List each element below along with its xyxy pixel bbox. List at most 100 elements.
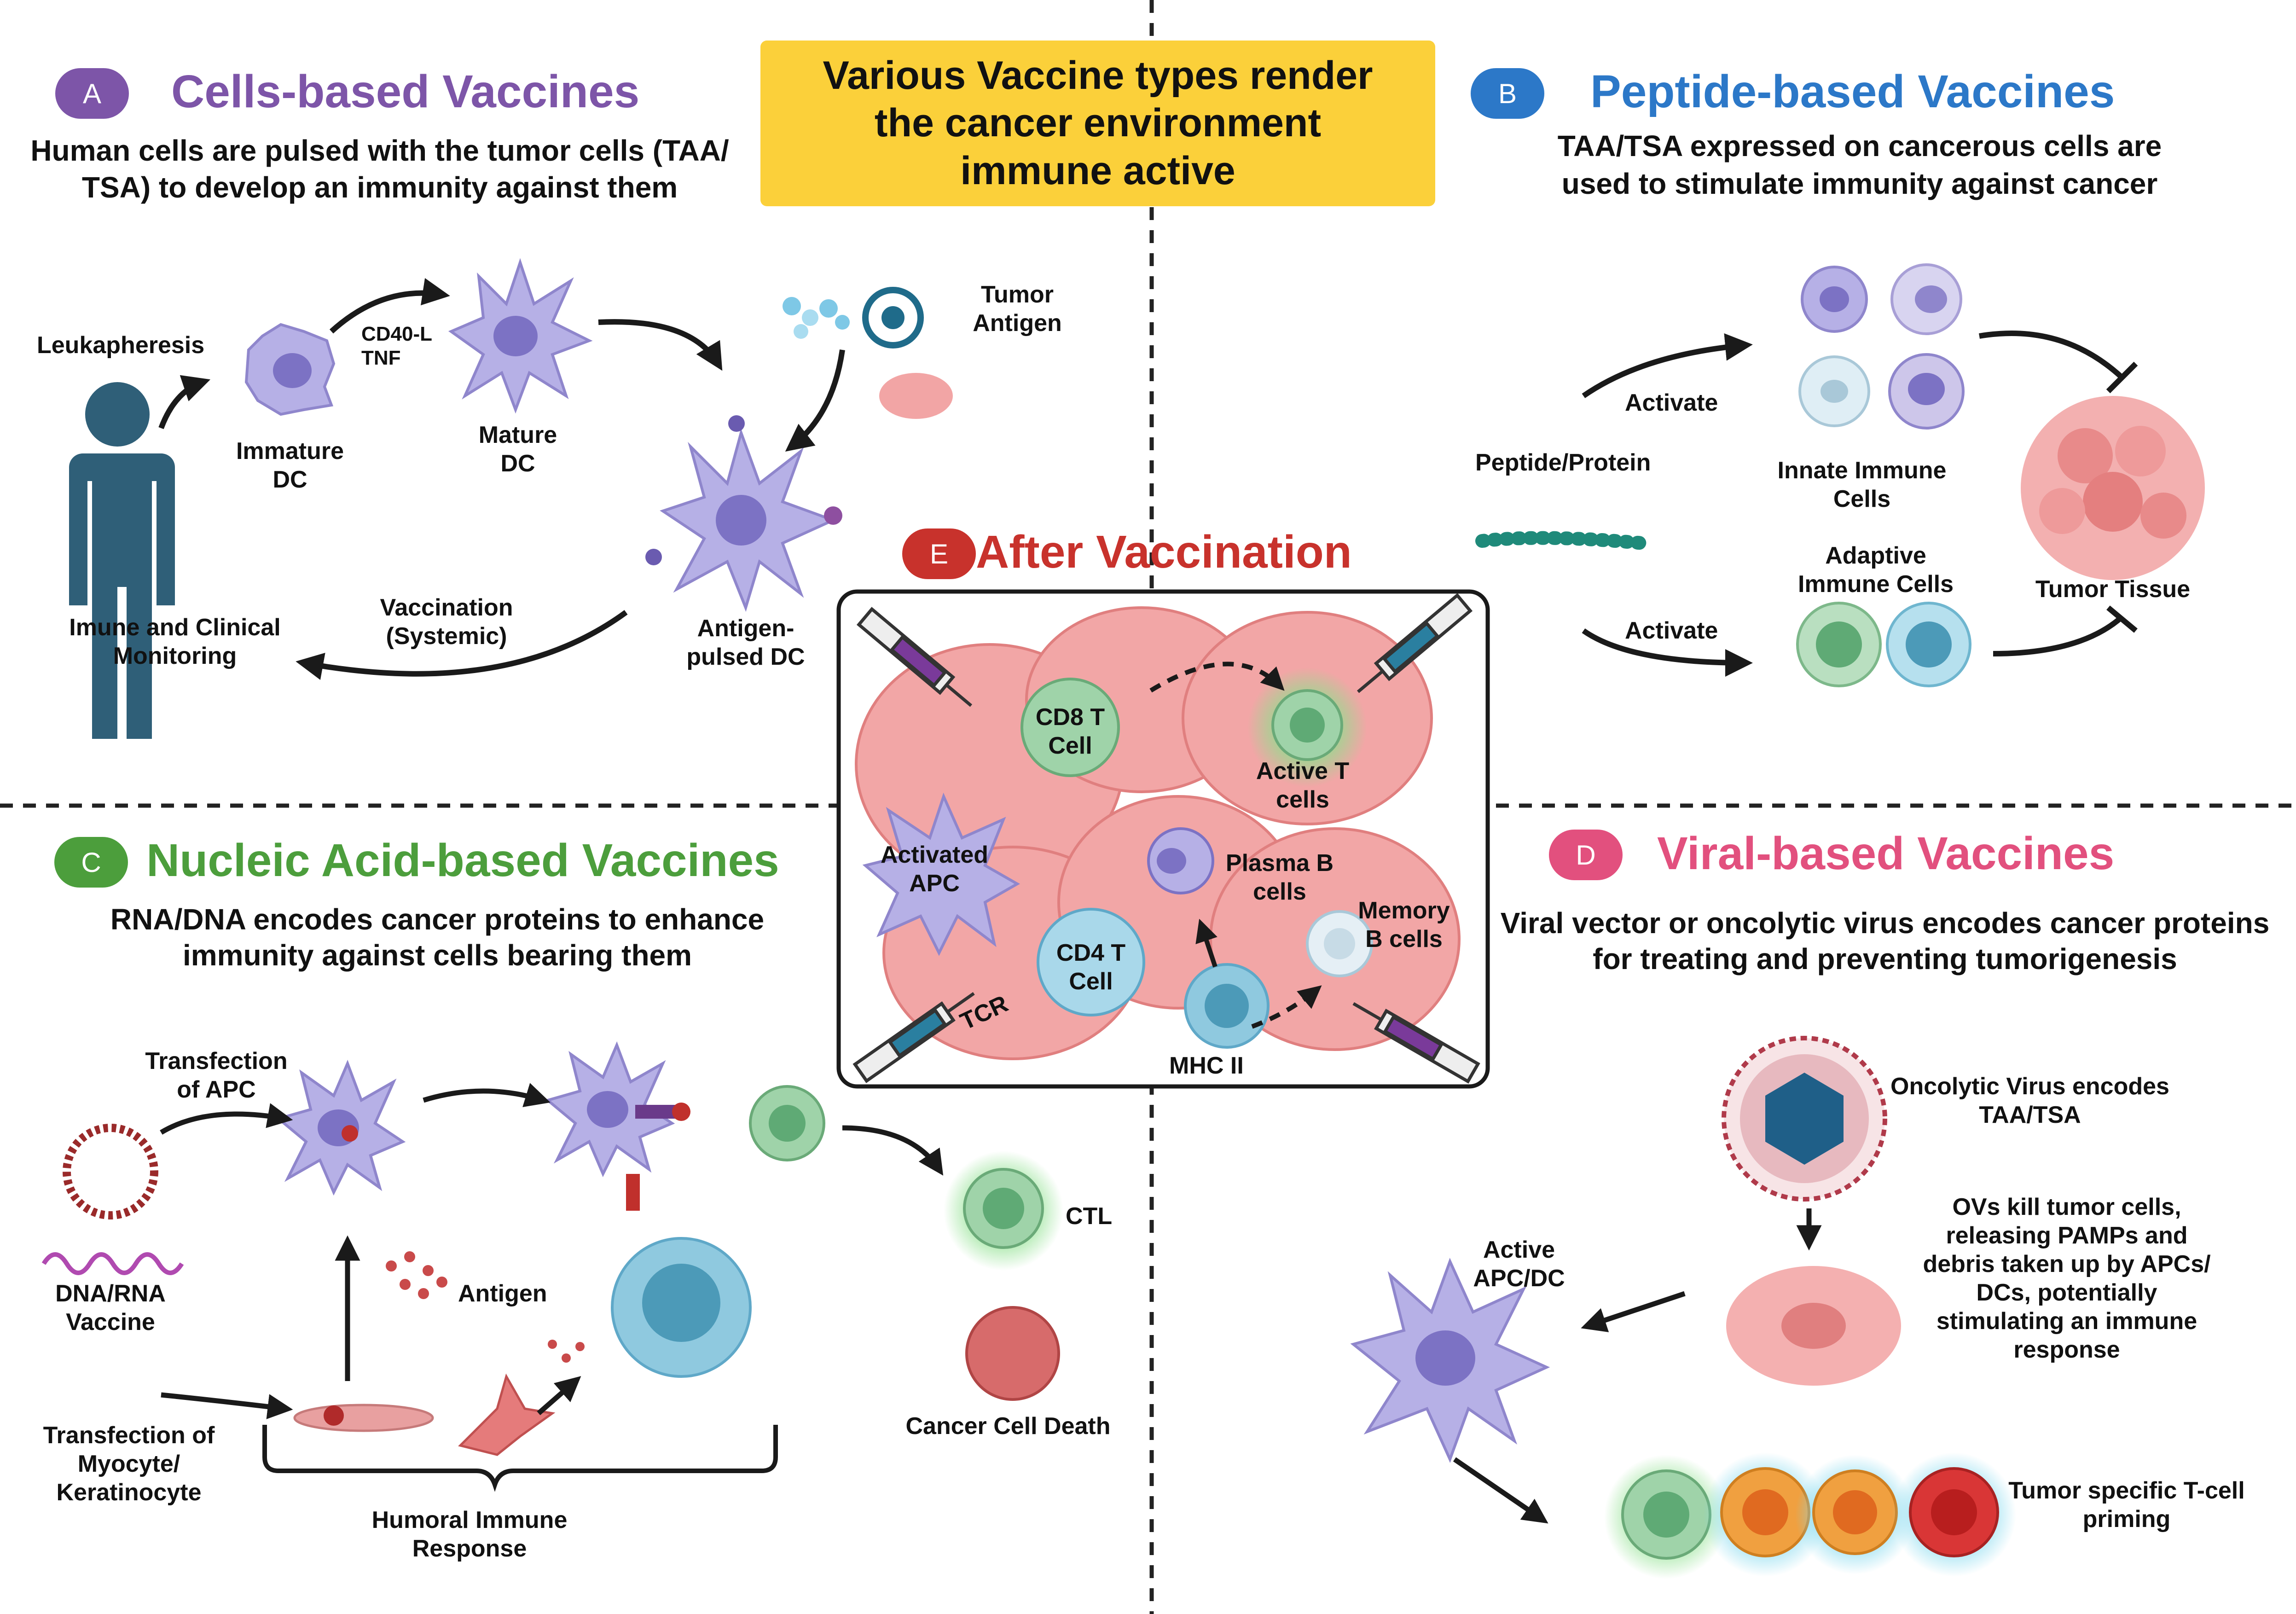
tumor-antigen-icons bbox=[783, 287, 953, 419]
label-mhc-ii: MHC II bbox=[1169, 1052, 1244, 1079]
label-tumor-tissue: Tumor Tissue bbox=[2035, 576, 2191, 603]
panel-c-title: Nucleic Acid-based Vaccines bbox=[146, 835, 779, 886]
innate-immune-cells bbox=[1798, 263, 1965, 430]
active-apc-dc bbox=[1350, 1258, 1550, 1463]
label-cd8-2: Cell bbox=[1048, 732, 1092, 759]
label-transfection-apc-2: of APC bbox=[177, 1076, 256, 1103]
label-mature-dc-2: DC bbox=[500, 450, 535, 477]
label-peptide-protein: Peptide/Protein bbox=[1475, 449, 1651, 476]
panel-a-title: Cells-based Vaccines bbox=[171, 66, 640, 117]
humoral-brace bbox=[262, 1425, 778, 1492]
panel-a-subtitle-2: TSA) to develop an immunity against them bbox=[81, 171, 678, 204]
label-antigen-pulsed-1: Antigen- bbox=[697, 615, 794, 642]
primed-t-cells bbox=[1604, 1452, 2016, 1579]
panel-e-arrows bbox=[1149, 662, 1322, 1029]
panel-a-subtitle-1: Human cells are pulsed with the tumor ce… bbox=[30, 134, 729, 167]
label-oncolytic-1: Oncolytic Virus encodes bbox=[1890, 1073, 2169, 1100]
label-ovs-4: DCs, potentially bbox=[1976, 1279, 2157, 1306]
peptide-chain bbox=[1475, 531, 1650, 550]
label-activate-top: Activate bbox=[1625, 389, 1718, 416]
badge-b: B bbox=[1471, 68, 1544, 119]
label-dna-rna-2: Vaccine bbox=[66, 1309, 155, 1335]
adaptive-immune-cells bbox=[1796, 602, 1971, 687]
label-tumor-specific-2: priming bbox=[2082, 1506, 2171, 1533]
t-cell-c bbox=[749, 1085, 825, 1161]
panel-c-subtitle-2: immunity against cells bearing them bbox=[182, 939, 692, 972]
immature-dc bbox=[244, 323, 336, 416]
label-activate-bottom: Activate bbox=[1625, 617, 1718, 644]
antigen-dots bbox=[386, 1251, 585, 1363]
label-tumor-antigen-2: Antigen bbox=[973, 310, 1062, 337]
label-humoral-2: Response bbox=[412, 1535, 527, 1562]
rna-strand bbox=[41, 1252, 184, 1275]
label-mature-dc-1: Mature bbox=[478, 422, 557, 448]
badge-a: A bbox=[55, 68, 129, 119]
label-cd4-1: CD4 T bbox=[1056, 940, 1126, 966]
label-transfection-myo-2: Myocyte/ bbox=[77, 1451, 180, 1477]
myocytes bbox=[293, 1373, 556, 1456]
label-cd40l: CD40-L bbox=[361, 323, 433, 345]
badge-c: C bbox=[54, 837, 128, 888]
label-antigen: Antigen bbox=[458, 1280, 547, 1307]
panel-d-subtitle-1: Viral vector or oncolytic virus encodes … bbox=[1500, 906, 2270, 940]
label-memory-2: B cells bbox=[1365, 926, 1443, 952]
ctl-killing bbox=[944, 1151, 1063, 1401]
cd4-t-cell bbox=[1037, 908, 1145, 1016]
cd8-t-cell bbox=[1020, 678, 1120, 777]
badge-d: D bbox=[1549, 830, 1623, 880]
label-ovs-3: debris taken up by APCs/ bbox=[1923, 1251, 2211, 1277]
label-monitoring-2: Monitoring bbox=[113, 643, 237, 669]
label-plasma-1: Plasma B bbox=[1225, 850, 1334, 877]
panel-b-title: Peptide-based Vaccines bbox=[1590, 66, 2115, 117]
label-cd8-1: CD8 T bbox=[1035, 704, 1105, 731]
tumor-debris bbox=[1726, 1266, 1901, 1386]
panel-c-subtitle-1: RNA/DNA encodes cancer proteins to enhan… bbox=[110, 903, 765, 936]
tumor-tissue bbox=[2021, 396, 2205, 580]
panel-c-arrows bbox=[160, 1083, 944, 1419]
plasma-b-cell bbox=[1147, 827, 1214, 894]
label-memory-1: Memory bbox=[1358, 897, 1450, 924]
label-cancer-cell-death: Cancer Cell Death bbox=[905, 1413, 1111, 1440]
person-icon bbox=[69, 382, 175, 739]
label-ovs-6: response bbox=[2013, 1336, 2120, 1363]
label-tnf: TNF bbox=[361, 347, 401, 369]
label-vaccination-1: Vaccination bbox=[380, 594, 513, 621]
panel-d-arrows bbox=[1453, 1208, 1822, 1524]
label-antigen-pulsed-2: pulsed DC bbox=[686, 644, 805, 670]
label-dna-rna-1: DNA/RNA bbox=[55, 1280, 166, 1307]
badge-e: E bbox=[902, 528, 976, 579]
label-apc-2: APC bbox=[909, 870, 960, 897]
header-banner: Various Vaccine types render the cancer … bbox=[760, 41, 1435, 206]
label-monitoring-1: Imune and Clinical bbox=[69, 614, 281, 641]
label-ovs-2: releasing PAMPs and bbox=[1946, 1222, 2188, 1249]
panel-d-title: Viral-based Vaccines bbox=[1657, 828, 2115, 879]
label-adaptive-2: Immune Cells bbox=[1797, 571, 1954, 598]
syringes bbox=[852, 593, 1480, 1084]
label-apc-1: Activated bbox=[880, 842, 989, 868]
label-transfection-apc-1: Transfection bbox=[145, 1048, 288, 1074]
antigen-pulsed-dc bbox=[645, 415, 842, 612]
panel-b-subtitle-1: TAA/TSA expressed on cancerous cells are bbox=[1557, 129, 2162, 163]
label-ovs-1: OVs kill tumor cells, bbox=[1952, 1194, 2181, 1220]
label-adaptive-1: Adaptive bbox=[1825, 542, 1926, 569]
label-tumor-antigen-1: Tumor bbox=[981, 281, 1054, 308]
label-active-t-2: cells bbox=[1276, 786, 1329, 813]
panel-e-title: After Vaccination bbox=[976, 526, 1352, 578]
label-tumor-specific-1: Tumor specific T-cell bbox=[2008, 1477, 2245, 1504]
panel-a-arrows bbox=[158, 278, 845, 680]
presenting-apc bbox=[545, 1041, 690, 1211]
panel-b-subtitle-2: used to stimulate immunity against cance… bbox=[1561, 167, 2158, 200]
label-humoral-1: Humoral Immune bbox=[371, 1507, 568, 1533]
label-immature-dc-1: Immature bbox=[236, 438, 344, 464]
memory-b-cell bbox=[1306, 910, 1373, 977]
label-innate-2: Cells bbox=[1833, 486, 1891, 512]
label-plasma-2: cells bbox=[1253, 878, 1306, 905]
b-cell-mhc bbox=[1184, 963, 1270, 1049]
label-transfection-myo-3: Keratinocyte bbox=[56, 1479, 202, 1506]
mature-dc bbox=[448, 258, 593, 414]
label-ovs-5: stimulating an immune bbox=[1936, 1308, 2197, 1335]
label-leukapheresis: Leukapheresis bbox=[37, 332, 205, 359]
transfected-apc bbox=[275, 1059, 406, 1196]
label-innate-1: Innate Immune bbox=[1777, 457, 1947, 484]
